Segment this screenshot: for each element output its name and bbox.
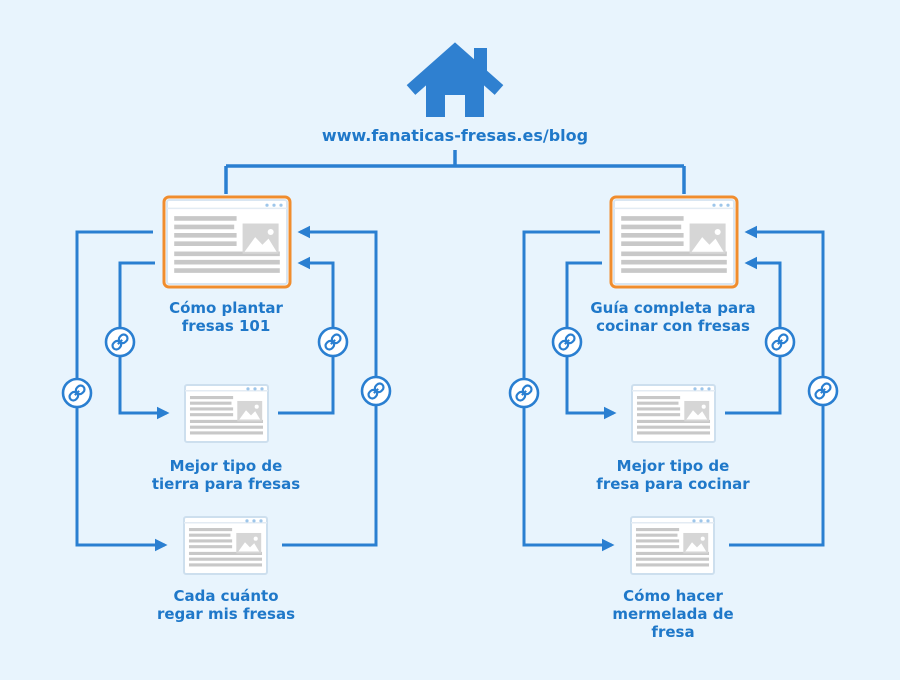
subpage-title-line: Cómo hacer bbox=[623, 587, 723, 605]
subpage-title-line: tierra para fresas bbox=[151, 475, 301, 493]
link-icon bbox=[104, 326, 136, 358]
subpage-title-line: fresa para cocinar bbox=[596, 475, 750, 493]
link-icon bbox=[551, 326, 583, 358]
link-icon bbox=[764, 326, 796, 358]
pillar-page-title-line: cocinar con fresas bbox=[596, 317, 750, 335]
subpage-title-line: Mejor tipo de bbox=[616, 457, 730, 475]
subpage-title-line: fresa bbox=[651, 623, 695, 641]
link-icon bbox=[61, 377, 93, 409]
subpage-title-line: Mejor tipo de bbox=[169, 457, 283, 475]
clusters-layer bbox=[61, 195, 839, 575]
link-icon bbox=[360, 375, 392, 407]
pillar-page-icon bbox=[609, 195, 739, 289]
subpage-title-line: Cada cuánto bbox=[173, 587, 279, 605]
link-icon bbox=[317, 326, 349, 358]
page-thumbnail-icon bbox=[183, 516, 268, 575]
house-icon bbox=[406, 42, 504, 117]
subpage-title-line: mermelada de bbox=[612, 605, 734, 623]
pillar-page-icon bbox=[162, 195, 292, 289]
subpage-title-line: regar mis fresas bbox=[156, 605, 296, 623]
hierarchy-connector bbox=[224, 150, 686, 194]
link-icon bbox=[508, 377, 540, 409]
pillar-page-title-line: Guía completa para bbox=[590, 299, 756, 317]
site-url: www.fanaticas-fresas.es/blog bbox=[322, 126, 588, 145]
link-icon bbox=[807, 375, 839, 407]
pillar-page-title-line: Cómo plantar bbox=[169, 299, 283, 317]
page-thumbnail-icon bbox=[630, 516, 715, 575]
pillar-page-title-line: fresas 101 bbox=[181, 317, 271, 335]
page-thumbnail-icon bbox=[184, 384, 269, 443]
page-thumbnail-icon bbox=[631, 384, 716, 443]
